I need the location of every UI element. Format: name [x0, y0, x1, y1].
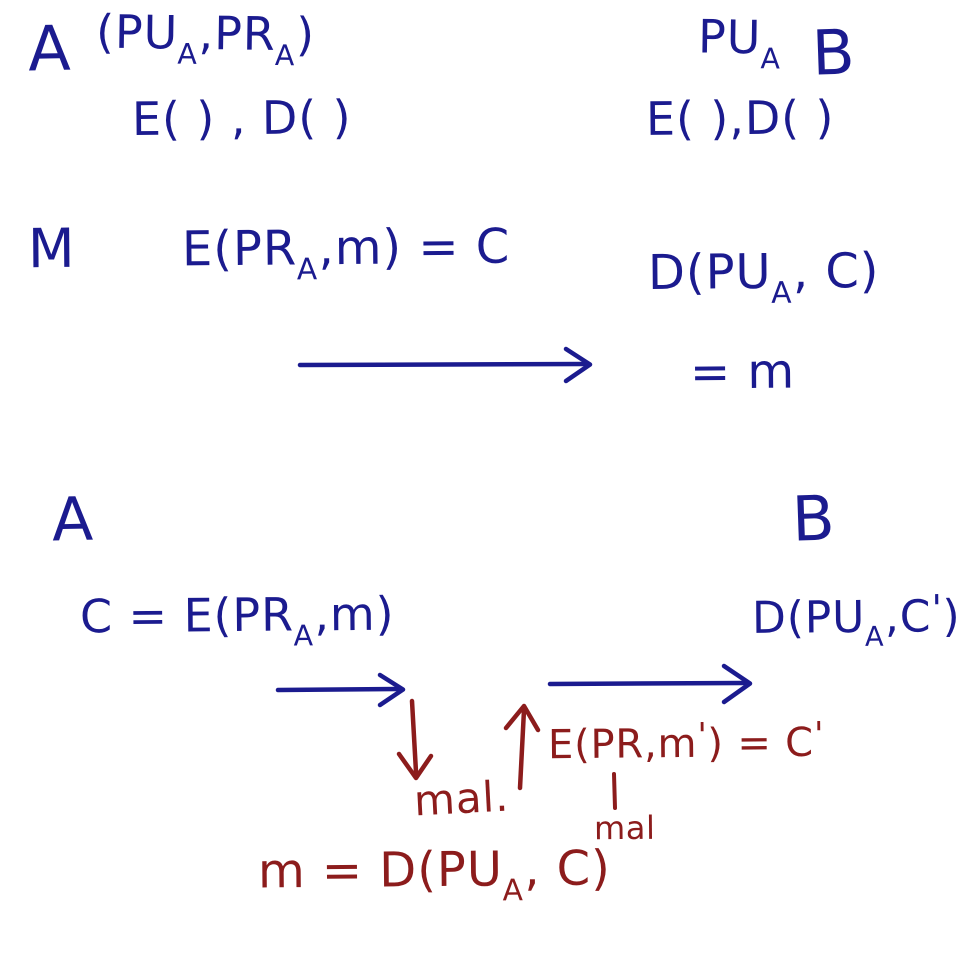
mal-encrypt-expression: E(PR,m') = C': [547, 715, 825, 769]
top-decrypt-result: = m: [690, 344, 796, 401]
mal-encrypt-cipher-prime: ': [814, 715, 825, 756]
a-functions-text: E( ) , D( ): [131, 90, 352, 146]
a-keypair-expression: (PUA,PRA): [96, 4, 316, 72]
decrypt-result-text: = m: [689, 343, 796, 401]
mal-label-subscript: mal: [594, 809, 656, 848]
top-encrypt-expression: E(PRA,m) = C: [181, 219, 511, 288]
mal-to-b-arrow: [547, 663, 753, 705]
keypair-open-paren: (PU: [95, 4, 179, 60]
keypair-subscript-a2: A: [274, 38, 296, 73]
top-party-a-label: A: [27, 12, 72, 86]
mal-encrypt-msg: ,m: [643, 720, 698, 768]
bottom-decrypt-cipher: ,C: [884, 591, 932, 643]
keypair-subscript-a1: A: [177, 37, 198, 71]
b-functions-expression: E( ),D( ): [646, 90, 835, 146]
mal-label-left: mal.: [413, 772, 510, 826]
bottom-a-encrypt-expression: C = E(PRA,m): [79, 587, 395, 653]
bottom-party-a-label: A: [51, 485, 95, 556]
party-b-text: B: [810, 15, 858, 90]
bottom-decrypt-prefix: D(PU: [751, 591, 866, 644]
top-decrypt-expression: D(PUA, C): [647, 243, 880, 311]
mal-encrypt-prefix: E(PR: [547, 721, 645, 769]
mal-encrypt-msg-prime: ': [697, 716, 708, 757]
bottom-decrypt-prime: ': [931, 585, 943, 630]
mal-decrypt-prefix: m = D(PU: [257, 841, 504, 900]
bottom-encrypt-prefix: C = E(PR: [79, 587, 295, 644]
mal-decrypt-suffix: , C): [523, 840, 612, 898]
a-functions-expression: E( ) , D( ): [132, 90, 352, 146]
bottom-decrypt-key-subscript: A: [864, 621, 885, 654]
mal-label-left-text: mal.: [412, 771, 511, 826]
mal-decrypt-key-subscript: A: [502, 873, 524, 909]
decrypt-suffix: , C): [792, 242, 880, 300]
bottom-decrypt-close: ): [942, 591, 961, 643]
mal-encrypt-equals: ) = C: [707, 719, 815, 767]
mal-decrypt-expression: m = D(PUA, C): [257, 840, 611, 908]
decrypt-prefix: D(PU: [647, 243, 772, 302]
bottom-party-b-text: B: [790, 481, 838, 556]
keypair-separator: ,PR: [198, 5, 277, 61]
party-a-text: A: [27, 11, 73, 86]
transmit-arrow: [297, 346, 593, 384]
bottom-party-b-label: B: [791, 481, 837, 555]
a-to-mal-arrow: [275, 672, 406, 708]
b-pubkey-subscript: A: [760, 42, 782, 76]
bottom-encrypt-key-subscript: A: [293, 619, 315, 653]
top-party-b-label: B: [811, 15, 857, 89]
b-pubkey-expression: PUA: [698, 9, 782, 75]
message-text: M: [27, 216, 76, 281]
bottom-encrypt-suffix: ,m): [314, 586, 395, 642]
keypair-close-paren: ): [295, 7, 316, 62]
decrypt-key-subscript: A: [771, 276, 793, 312]
encrypt-prefix: E(PR: [181, 220, 298, 278]
message-label: M: [28, 217, 76, 280]
encrypt-suffix: ,m) = C: [318, 218, 511, 277]
bottom-b-decrypt-expression: D(PUA,C'): [751, 586, 961, 653]
encrypt-key-subscript: A: [296, 252, 319, 288]
bottom-party-a-text: A: [51, 484, 95, 556]
b-functions-text: E( ),D( ): [645, 90, 835, 146]
b-pubkey-text: PU: [697, 9, 762, 65]
